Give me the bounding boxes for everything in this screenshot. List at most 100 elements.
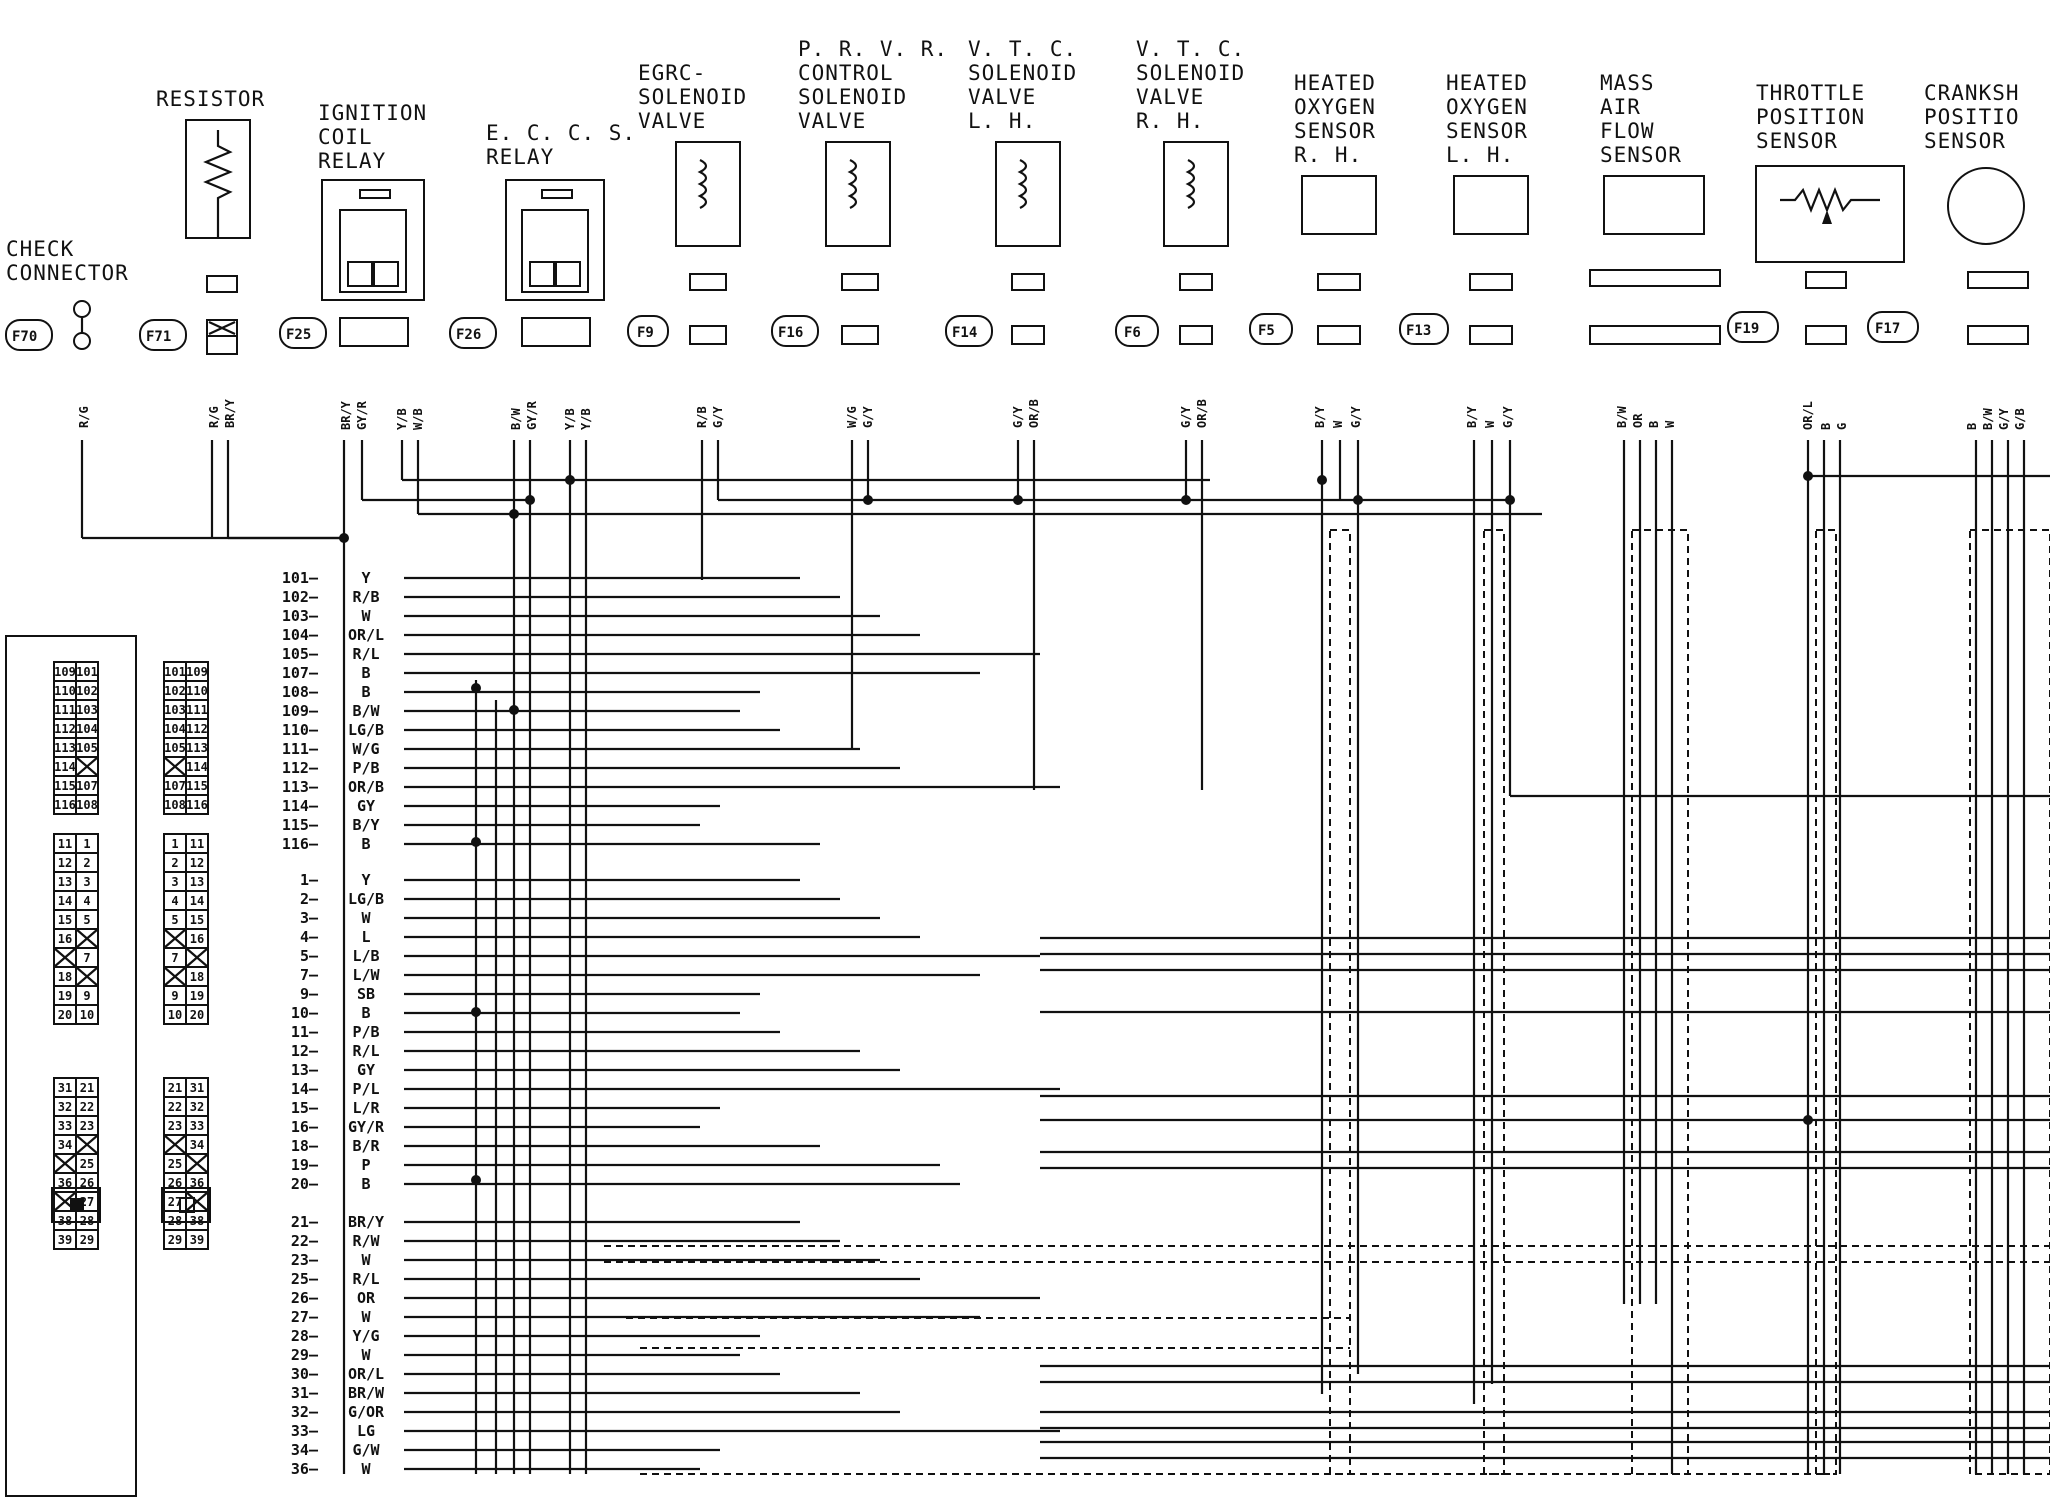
- pin-color-16: GY/R: [348, 1118, 385, 1136]
- ecm-face-right-pin-16: 16: [190, 932, 204, 946]
- pin-color-23: W: [361, 1251, 371, 1269]
- label-prvr-3: SOLENOID: [798, 85, 907, 109]
- wc-ckp-2: G/Y: [1997, 408, 2011, 430]
- pin-number-101: 101—: [282, 569, 319, 587]
- label-check-1: CHECK: [6, 237, 74, 261]
- ecm-pin-rows: 101—Y102—R/B103—W104—OR/L105—R/L107—B108…: [282, 569, 1060, 1478]
- ecm-face-left-blank-pin-icon: [75, 966, 99, 987]
- ecm-face-left-pin-20: 20: [58, 1008, 72, 1022]
- ecm-face-right-pin-11: 11: [190, 837, 204, 851]
- pin-number-30: 30—: [291, 1365, 319, 1383]
- ecm-face-left-blank-pin-icon: [53, 947, 77, 968]
- pin-number-102: 102—: [282, 588, 319, 606]
- wc-eccs-2: Y/B: [563, 408, 577, 430]
- ecm-face-right-pin-15: 15: [190, 913, 204, 927]
- ecm-face-right-pin-18: 18: [190, 970, 204, 984]
- label-ho2r-3: SENSOR: [1294, 119, 1376, 143]
- pin-number-14: 14—: [291, 1080, 319, 1098]
- ecm-face-right-pin-5: 5: [171, 913, 178, 927]
- ecm-face-left-pin-3: 3: [83, 875, 90, 889]
- pin-number-33: 33—: [291, 1422, 319, 1440]
- label-ho2l-4: L. H.: [1446, 143, 1514, 167]
- pin-color-19: P: [361, 1156, 370, 1174]
- pin-color-7: L/W: [352, 966, 380, 984]
- pin-color-9: SB: [357, 985, 375, 1003]
- ecm-face-left-pin-23: 23: [80, 1119, 94, 1133]
- pin-number-109: 109—: [282, 702, 319, 720]
- label-maf-2: AIR: [1600, 95, 1641, 119]
- conn-id-prvr: F16: [778, 325, 803, 341]
- wc-ign-0: BR/Y: [339, 400, 353, 430]
- ecm-face-left-blank-pin-icon: [75, 756, 99, 777]
- pin-number-5: 5—: [300, 947, 319, 965]
- ecm-face-right-pin-33: 33: [190, 1119, 204, 1133]
- pin-color-15: L/R: [352, 1099, 380, 1117]
- pin-number-29: 29—: [291, 1346, 319, 1364]
- ecm-face-left-key-slot: [51, 1187, 101, 1223]
- ecm-face-left-cell: [75, 1004, 99, 1025]
- ecm-face-left-pin-111: 111: [54, 703, 76, 717]
- ecm-face-right-pin-111: 111: [186, 703, 208, 717]
- pin-number-116: 116—: [282, 835, 319, 853]
- ecm-face-left-pin-11: 11: [58, 837, 72, 851]
- pin-number-9: 9—: [300, 985, 319, 1003]
- wc-eccs-1: GY/R: [525, 400, 539, 430]
- pin-color-116: B: [361, 835, 370, 853]
- wc-res-0: R/G: [207, 406, 221, 428]
- pin-number-12: 12—: [291, 1042, 319, 1060]
- ecm-face-right-pin-10: 10: [168, 1008, 182, 1022]
- pin-color-110: LG/B: [348, 721, 384, 739]
- ecm-face-left-pin-9: 9: [83, 989, 90, 1003]
- wc-ckp-1: B/W: [1981, 408, 1995, 430]
- wc-maf-3: W: [1663, 420, 1677, 428]
- ecm-face-left-pin-116: 116: [54, 798, 76, 812]
- label-vtcl-4: L. H.: [968, 109, 1036, 133]
- ecm-face-left-cell: [75, 1229, 99, 1250]
- label-vtcl-2: SOLENOID: [968, 61, 1077, 85]
- pin-color-112: P/B: [352, 759, 379, 777]
- ecm-face-right-pin-9: 9: [171, 989, 178, 1003]
- pin-color-14: P/L: [352, 1080, 379, 1098]
- svg-text:E. C. C. S.RELAY: E. C. C. S.RELAY: [486, 121, 636, 169]
- wc-tps-1: B: [1819, 423, 1833, 430]
- label-ign-2: COIL: [318, 125, 373, 149]
- pin-color-111: W/G: [352, 740, 379, 758]
- pin-color-4: L: [361, 928, 370, 946]
- label-egrc-1: EGRC-: [638, 61, 706, 85]
- ecm-face-left-pin-26: 26: [80, 1176, 94, 1190]
- ecm-face-left-pin-103: 103: [76, 703, 98, 717]
- label-vtcr-1: V. T. C.: [1136, 37, 1245, 61]
- label-ho2l-3: SENSOR: [1446, 119, 1528, 143]
- pin-color-18: B/R: [352, 1137, 380, 1155]
- pin-number-25: 25—: [291, 1270, 319, 1288]
- pin-color-21: BR/Y: [348, 1213, 384, 1231]
- ecm-face-right-pin-105: 105: [164, 741, 186, 755]
- pin-number-103: 103—: [282, 607, 319, 625]
- wc-ckp-3: G/B: [2013, 408, 2027, 430]
- conn-id-eccs: F26: [456, 327, 481, 343]
- conn-id-egrc: F9: [637, 325, 654, 341]
- pin-number-4: 4—: [300, 928, 319, 946]
- ecm-face-left-blank-pin-icon: [53, 1153, 77, 1174]
- wc-ign-2: Y/B: [395, 408, 409, 430]
- pin-color-25: R/L: [352, 1270, 379, 1288]
- pin-number-104: 104—: [282, 626, 319, 644]
- ecm-face-right-pin-107: 107: [164, 779, 186, 793]
- conn-id-resistor: F71: [146, 329, 171, 345]
- ecm-face-left-pin-4: 4: [83, 894, 90, 908]
- ecm-face-left-pin-19: 19: [58, 989, 72, 1003]
- pin-color-113: OR/B: [348, 778, 384, 796]
- ecm-face-right-pin-26: 26: [168, 1176, 182, 1190]
- pin-color-28: Y/G: [352, 1327, 379, 1345]
- ecm-face-right-pin-13: 13: [190, 875, 204, 889]
- pin-color-29: W: [361, 1346, 371, 1364]
- ecm-face-right-blank-pin-icon: [185, 947, 209, 968]
- ecm-face-right-pin-29: 29: [168, 1233, 182, 1247]
- ho2l-sensor-body: [1453, 175, 1529, 235]
- label-vtcr-3: VALVE: [1136, 85, 1204, 109]
- ign-relay-body: [321, 179, 425, 301]
